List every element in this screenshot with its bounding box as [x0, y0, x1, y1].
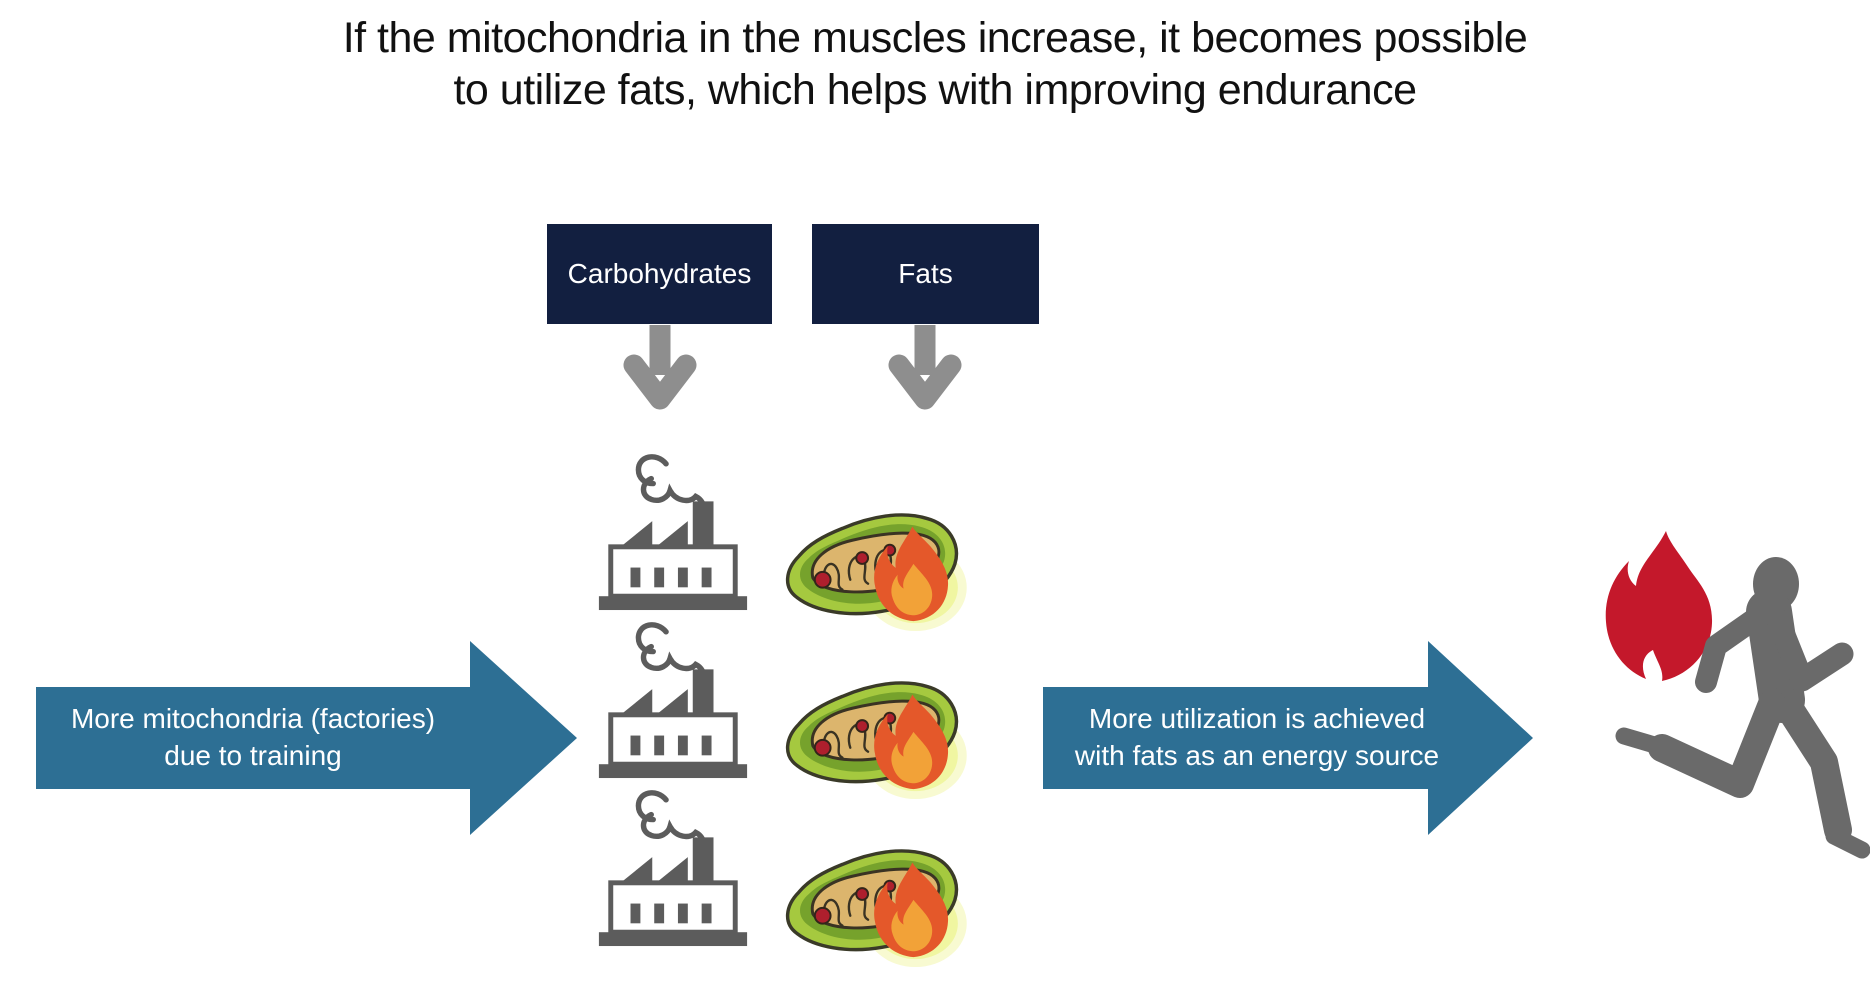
left-arrow-line-1: More mitochondria (factories) — [70, 703, 436, 734]
burning-mitochondrion-icon — [785, 849, 967, 968]
right-arrow-text: More utilization is achieved with fats a… — [1043, 700, 1471, 774]
smoke-icon — [635, 622, 708, 681]
building-body — [608, 544, 738, 599]
runner-back-foot — [1615, 727, 1667, 755]
burning-flame-icon — [874, 694, 949, 790]
roof-tooth — [656, 857, 688, 883]
windows — [630, 567, 712, 588]
smoke-icon — [635, 790, 708, 849]
building-body — [608, 712, 738, 767]
factory-icon — [598, 454, 748, 611]
carbohydrates-label: Carbohydrates — [567, 258, 752, 289]
flame-icon — [1605, 531, 1713, 681]
runner-back-leg — [1648, 690, 1786, 798]
right-flow-arrow — [1043, 641, 1533, 835]
right-arrow-line-1: More utilization is achieved — [1088, 703, 1426, 734]
page-title: If the mitochondria in the muscles incre… — [0, 12, 1870, 116]
roof-tooth — [620, 857, 653, 883]
chimney — [692, 501, 714, 549]
windows — [630, 735, 712, 756]
down-arrow-icon — [623, 325, 697, 410]
runner-front-foot — [1825, 827, 1870, 859]
factory-column — [590, 450, 756, 949]
left-arrow-text: More mitochondria (factories) due to tra… — [36, 700, 470, 774]
right-arrow-line-2: with fats as an energy source — [1074, 740, 1440, 771]
runner-back-arm — [1695, 607, 1767, 693]
runner-front-leg — [1770, 686, 1852, 844]
left-flow-arrow — [36, 641, 577, 835]
chimney — [692, 837, 714, 885]
roof-tooth — [656, 521, 688, 547]
factory-icon — [598, 790, 748, 947]
title-line-1: If the mitochondria in the muscles incre… — [342, 14, 1528, 62]
building-base — [598, 764, 748, 779]
roof-tooth — [620, 521, 653, 547]
building-base — [598, 596, 748, 611]
left-arrow-line-2: due to training — [164, 740, 342, 771]
roof-tooth — [620, 689, 653, 715]
down-arrow-icon — [888, 325, 962, 410]
building-body — [608, 880, 738, 935]
fats-box: Fats — [812, 224, 1039, 324]
factory-icon — [598, 622, 748, 779]
windows — [630, 903, 712, 924]
chimney — [692, 669, 714, 717]
burning-mitochondrion-icon — [785, 513, 967, 632]
title-line-2: to utilize fats, which helps with improv… — [453, 66, 1417, 114]
roof-tooth — [656, 689, 688, 715]
running-man-icon — [1615, 557, 1870, 859]
burning-flame-icon — [874, 526, 949, 622]
carbohydrates-box: Carbohydrates — [547, 224, 772, 324]
runner-front-arm — [1766, 608, 1854, 692]
burning-flame-icon — [874, 862, 949, 958]
burning-mitochondrion-icon — [785, 681, 967, 800]
fats-label: Fats — [898, 258, 953, 289]
building-base — [598, 932, 748, 947]
mitochondria-column — [778, 485, 968, 969]
smoke-icon — [635, 454, 708, 513]
